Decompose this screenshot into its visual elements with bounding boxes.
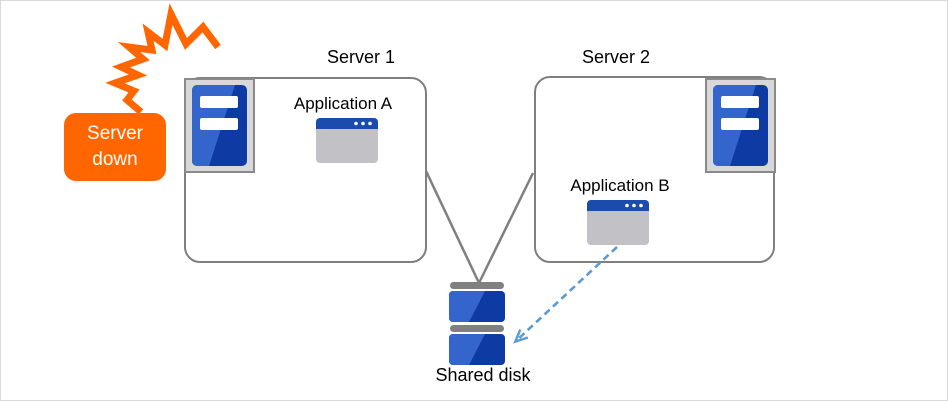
shared-disk-label: Shared disk [435, 365, 531, 385]
server-down-line2: down [92, 149, 138, 170]
server1-rack-icon [184, 78, 255, 173]
server2-rack-icon [705, 78, 776, 173]
shared-disk-stack-icon [449, 282, 505, 365]
connector-line-server2-disk [477, 172, 535, 284]
connector-line-server1-disk [424, 170, 481, 284]
application-a-window-icon [316, 118, 378, 163]
server1-label: Server 1 [326, 47, 396, 67]
server-down-line1: Server [87, 123, 143, 144]
application-b-window-icon [587, 200, 649, 245]
server2-label: Server 2 [581, 47, 651, 67]
application-b-label: Application B [570, 176, 670, 195]
application-a-label: Application A [293, 94, 393, 113]
server-down-badge: Server down [64, 113, 166, 181]
